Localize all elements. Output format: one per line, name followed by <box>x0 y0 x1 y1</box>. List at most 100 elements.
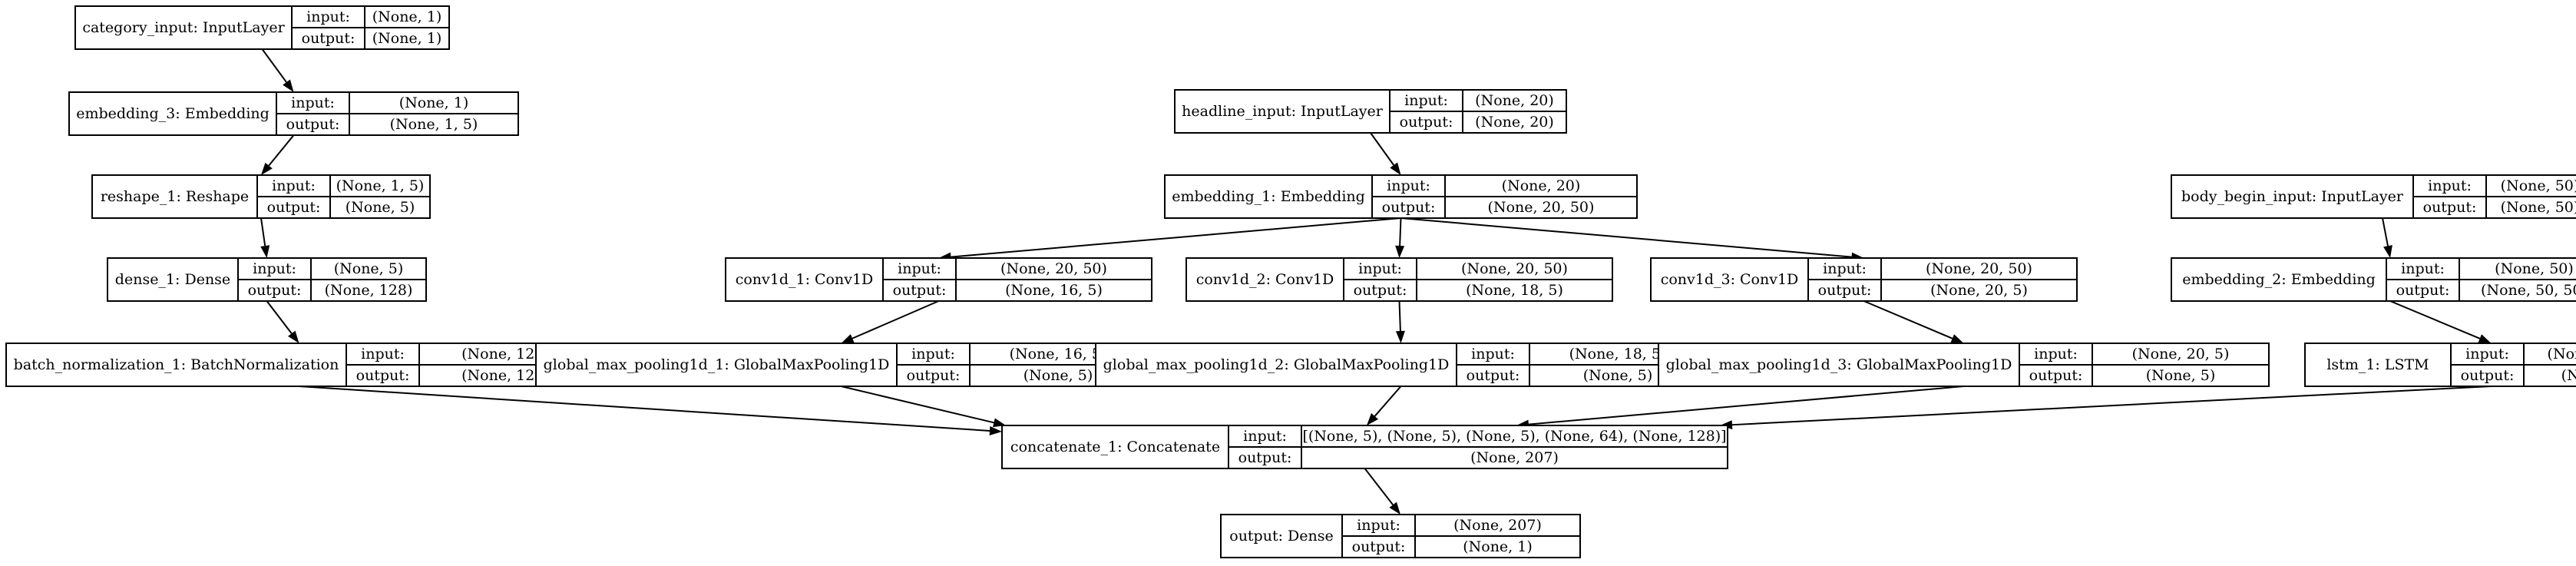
output-port-label: output: <box>1238 449 1292 466</box>
output-shape: (None, 5) <box>346 199 415 216</box>
input-shape: [(None, 5), (None, 5), (None, 5), (None,… <box>1302 428 1726 445</box>
layer-name: category_input: InputLayer <box>82 19 285 36</box>
output-port-label: output: <box>1467 367 1520 384</box>
output-port-label: output: <box>1354 282 1407 299</box>
output-shape: (None, 20, 50) <box>1488 199 1595 216</box>
layer-node: global_max_pooling1d_1: GlobalMaxPooling… <box>535 343 1147 387</box>
layer-name: headline_input: InputLayer <box>1182 103 1384 120</box>
output-port-label: output: <box>267 199 321 216</box>
nodes-layer: category_input: InputLayer input: output: (… <box>5 5 2576 558</box>
arrowhead-icon <box>1389 501 1400 515</box>
input-port-label: input: <box>272 177 316 194</box>
edge-line <box>260 217 266 247</box>
edge-line <box>1863 300 1953 339</box>
arrowhead-icon <box>1395 330 1405 343</box>
layer-node: global_max_pooling1d_2: GlobalMaxPooling… <box>1095 343 1707 387</box>
arrowhead-icon <box>261 162 273 175</box>
layer-name: global_max_pooling1d_2: GlobalMaxPooling… <box>1103 356 1450 373</box>
layer-name: conv1d_2: Conv1D <box>1196 271 1334 288</box>
layer-name: embedding_2: Embedding <box>2182 271 2376 288</box>
input-port-label: input: <box>1387 177 1430 194</box>
layer-node: body_begin_input: InputLayerinput:output… <box>2171 174 2576 219</box>
output-port-label: output: <box>1382 199 1436 216</box>
layer-name: output: Dense <box>1229 528 1334 544</box>
arrowhead-icon <box>260 245 270 258</box>
layer-node: batch_normalization_1: BatchNormalizatio… <box>5 343 593 387</box>
edge-line <box>852 300 939 339</box>
input-shape: (None, 20, 50) <box>1000 260 1107 277</box>
layer-name: batch_normalization_1: BatchNormalizatio… <box>14 356 339 373</box>
edge-line <box>951 217 1401 258</box>
layer-name: global_max_pooling1d_3: GlobalMaxPooling… <box>1666 356 2012 373</box>
output-port-label: output: <box>1352 538 1406 555</box>
input-port-label: input: <box>898 260 941 277</box>
arrowhead-icon <box>1367 412 1379 425</box>
input-port-label: input: <box>1357 517 1400 534</box>
output-shape: (None, 18, 5) <box>1466 282 1563 299</box>
input-port-label: input: <box>2465 346 2509 362</box>
output-port-label: output: <box>286 116 340 133</box>
layer-node: global_max_pooling1d_3: GlobalMaxPooling… <box>1658 343 2270 387</box>
layer-node: embedding_2: Embedding input: output: (None… <box>2171 257 2576 302</box>
output-shape: (None, 5) <box>1583 367 1653 384</box>
input-port-label: input: <box>361 346 405 362</box>
layer-box <box>535 343 1147 387</box>
layer-name: lstm_1: LSTM <box>2326 356 2429 373</box>
layer-name: conv1d_1: Conv1D <box>736 271 874 288</box>
edge-line <box>299 386 990 432</box>
input-port-label: input: <box>1404 92 1448 109</box>
output-shape: (None, 16, 5) <box>1005 282 1103 299</box>
output-port-label: output: <box>302 30 355 47</box>
edge-line <box>2382 217 2389 247</box>
output-port-label: output: <box>2396 282 2450 299</box>
output-shape: (None, 1, 5) <box>390 116 478 133</box>
edge-line <box>261 48 287 83</box>
edge-line <box>1731 386 2492 426</box>
layer-node: embedding_1: Embeddinginput:output:(None… <box>1164 174 1638 219</box>
layer-name: conv1d_3: Conv1D <box>1661 271 1799 288</box>
layer-name: reshape_1: Reshape <box>101 188 249 205</box>
output-shape: (None, 5) <box>1023 367 1093 384</box>
input-port-label: input: <box>291 94 335 111</box>
edge-line <box>1528 386 1964 425</box>
arrowhead-icon <box>283 79 294 92</box>
input-port-label: input: <box>2401 260 2445 277</box>
input-shape: (None, 20, 5) <box>2132 346 2230 362</box>
output-shape: (None, 128) <box>325 282 413 299</box>
arrowhead-icon <box>989 425 1002 435</box>
input-shape: (None, 20) <box>1502 177 1581 194</box>
output-port-label: output: <box>2029 367 2083 384</box>
input-port-label: input: <box>306 8 350 25</box>
output-port-label: output: <box>1818 282 1872 299</box>
input-shape: (None, 50, 50) <box>2548 346 2576 362</box>
output-shape: (None, 50, 50) <box>2481 282 2576 299</box>
output-port-label: output: <box>356 367 410 384</box>
layer-node: category_input: InputLayerinput:output:(… <box>74 5 450 50</box>
layer-name: dense_1: Dense <box>115 271 230 288</box>
input-shape: (None, 50) <box>2501 177 2576 194</box>
input-shape: (None, 18, 5) <box>1569 346 1667 362</box>
input-shape: (None, 20, 50) <box>1461 260 1568 277</box>
layer-node: conv1d_3: Conv1D input: output: (None, 20, … <box>1650 257 2078 302</box>
output-shape: (None, 64) <box>2561 367 2576 384</box>
input-shape: (None, 20) <box>1475 92 1554 109</box>
arrowhead-icon <box>1395 245 1405 258</box>
input-port-label: input: <box>1823 260 1867 277</box>
output-shape: (None, 1) <box>1463 538 1533 555</box>
input-port-label: input: <box>253 260 296 277</box>
layer-name: concatenate_1: Concatenate <box>1010 439 1220 455</box>
input-shape: (None, 128) <box>461 346 550 362</box>
edge-line <box>266 300 293 334</box>
arrowhead-icon <box>1390 162 1401 175</box>
input-shape: (None, 20, 50) <box>1926 260 2032 277</box>
arrowhead-icon <box>1950 334 1964 343</box>
input-port-label: input: <box>911 346 955 362</box>
layer-name: global_max_pooling1d_1: GlobalMaxPooling… <box>544 356 890 373</box>
arrowhead-icon <box>288 330 299 343</box>
output-shape: (None, 20, 5) <box>1930 282 2028 299</box>
